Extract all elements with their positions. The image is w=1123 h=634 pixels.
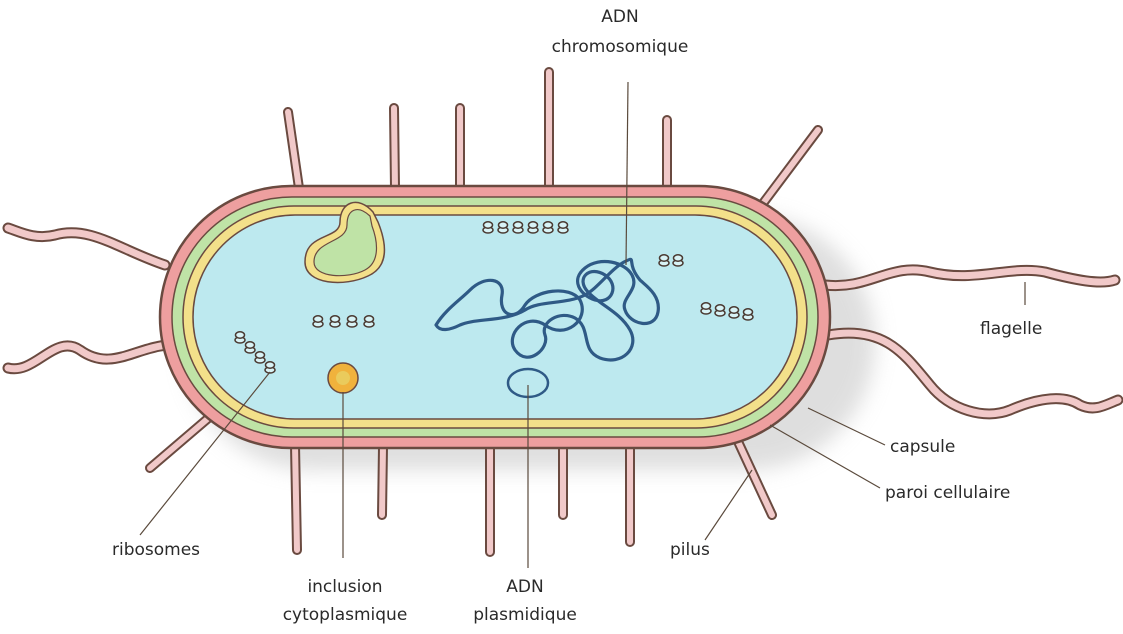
leader-pilus (705, 470, 752, 540)
ribosome-icon (729, 307, 739, 318)
label-flagelle: flagelle (980, 319, 1042, 339)
inclusion-texture (336, 371, 350, 385)
ribosome-icon (347, 316, 357, 327)
ribosome-icon (330, 316, 340, 327)
ribosome-icon (513, 222, 523, 233)
label-adn-chromosomique-2: chromosomique (552, 37, 689, 57)
ribosome-icon (715, 305, 725, 316)
cytoplasm (193, 215, 797, 419)
label-capsule: capsule (890, 437, 955, 457)
ribosome-icon (558, 222, 568, 233)
label-inclusion-1: inclusion (307, 577, 382, 597)
ribosome-icon (255, 352, 265, 363)
pilus-bottom-1 (295, 445, 297, 550)
ribosome-icon (483, 222, 493, 233)
ribosome-icon (364, 316, 374, 327)
ribosome-icon (245, 342, 255, 353)
pilus-top-1 (288, 112, 300, 195)
ribosome-icon (265, 362, 275, 373)
ribosome-icon (701, 303, 711, 314)
label-ribosomes: ribosomes (112, 540, 200, 560)
ribosome-icon (659, 255, 669, 266)
pilus-left-bottom (150, 415, 212, 468)
ribosome-icon (543, 222, 553, 233)
flagellum-left-bottom (8, 345, 185, 369)
ribosome-icon (235, 332, 245, 343)
ribosome-icon (528, 222, 538, 233)
ribosome-icon (743, 309, 753, 320)
ribosome-icon (313, 316, 323, 327)
label-pilus: pilus (670, 540, 710, 560)
pilus-bottom-2 (382, 447, 383, 515)
label-adn-plasmidique-2: plasmidique (473, 605, 577, 625)
flagellum-right-top (825, 270, 1115, 286)
pilus-top-6 (758, 130, 818, 210)
label-inclusion-2: cytoplasmique (283, 605, 408, 625)
ribosome-icon (498, 222, 508, 233)
ribosome-icon (673, 255, 683, 266)
label-adn-plasmidique-1: ADN (506, 577, 543, 597)
label-paroi-cellulaire: paroi cellulaire (885, 483, 1010, 503)
pilus-top-2 (394, 108, 395, 188)
flagellum-left-top (8, 228, 165, 265)
label-adn-chromosomique-1: ADN (601, 7, 638, 27)
